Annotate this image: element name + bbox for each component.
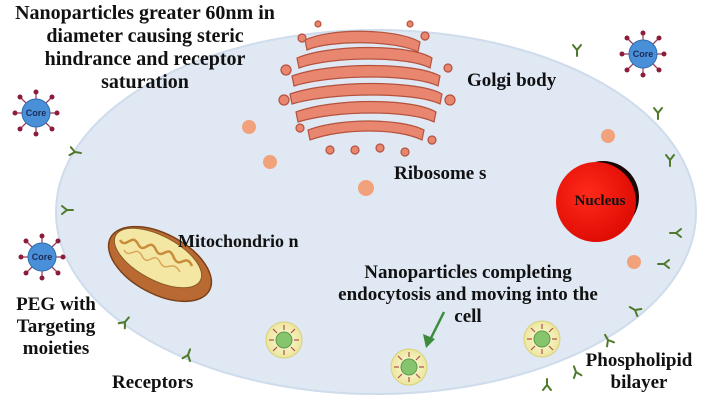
receptor-icon	[572, 365, 583, 380]
ribosome	[601, 129, 615, 143]
golgi-body	[278, 20, 456, 157]
ribosomes-label: Ribosome s	[394, 163, 487, 184]
large-nanoparticle-label: Nanoparticles greater 60nm in diameter c…	[15, 2, 275, 93]
peg-label: PEG with Targeting moieties	[16, 294, 96, 359]
endocytosis-label: Nanoparticles completing endocytosis and…	[338, 262, 598, 327]
golgi-label: Golgi body	[467, 70, 557, 91]
receptor-icon	[542, 378, 552, 391]
mitochondrion-label: Mitochondrio n	[178, 231, 299, 251]
ribosome	[627, 255, 641, 269]
receptor-icon	[657, 259, 670, 269]
internalized-particle	[523, 320, 561, 358]
endocytosis-arrow	[423, 311, 446, 348]
receptor-icon	[181, 348, 192, 363]
receptor-icon	[604, 333, 615, 348]
receptor-icon	[61, 205, 74, 215]
core-particle-left: Core	[18, 233, 66, 281]
receptor-icon	[653, 107, 663, 120]
receptor-icon	[117, 316, 130, 330]
ribosome	[263, 155, 277, 169]
internalized-particle	[390, 348, 428, 386]
mitochondrion	[107, 225, 213, 303]
core-label: Core	[26, 108, 47, 118]
nucleus-label: Nucleus	[575, 193, 626, 209]
core-particle-top-left: Core	[12, 89, 60, 137]
internalized-particle	[265, 321, 303, 359]
nucleus: Nucleus	[556, 161, 639, 242]
receptor-icon	[572, 44, 582, 57]
ribosome-group	[242, 120, 641, 269]
receptor-icon	[665, 154, 675, 167]
ribosome	[242, 120, 256, 134]
core-label: Core	[32, 252, 53, 262]
cell-membrane	[55, 29, 697, 395]
receptor-icon	[669, 228, 682, 238]
receptor-group	[61, 44, 682, 391]
ribosome	[358, 180, 374, 196]
core-particle-top-right: Core	[619, 30, 667, 78]
core-label: Core	[633, 49, 654, 59]
receptor-icon	[68, 146, 82, 157]
phospholipid-label: Phospholipid bilayer	[585, 350, 693, 393]
receptor-icon	[628, 306, 643, 317]
receptors-label: Receptors	[112, 372, 194, 393]
